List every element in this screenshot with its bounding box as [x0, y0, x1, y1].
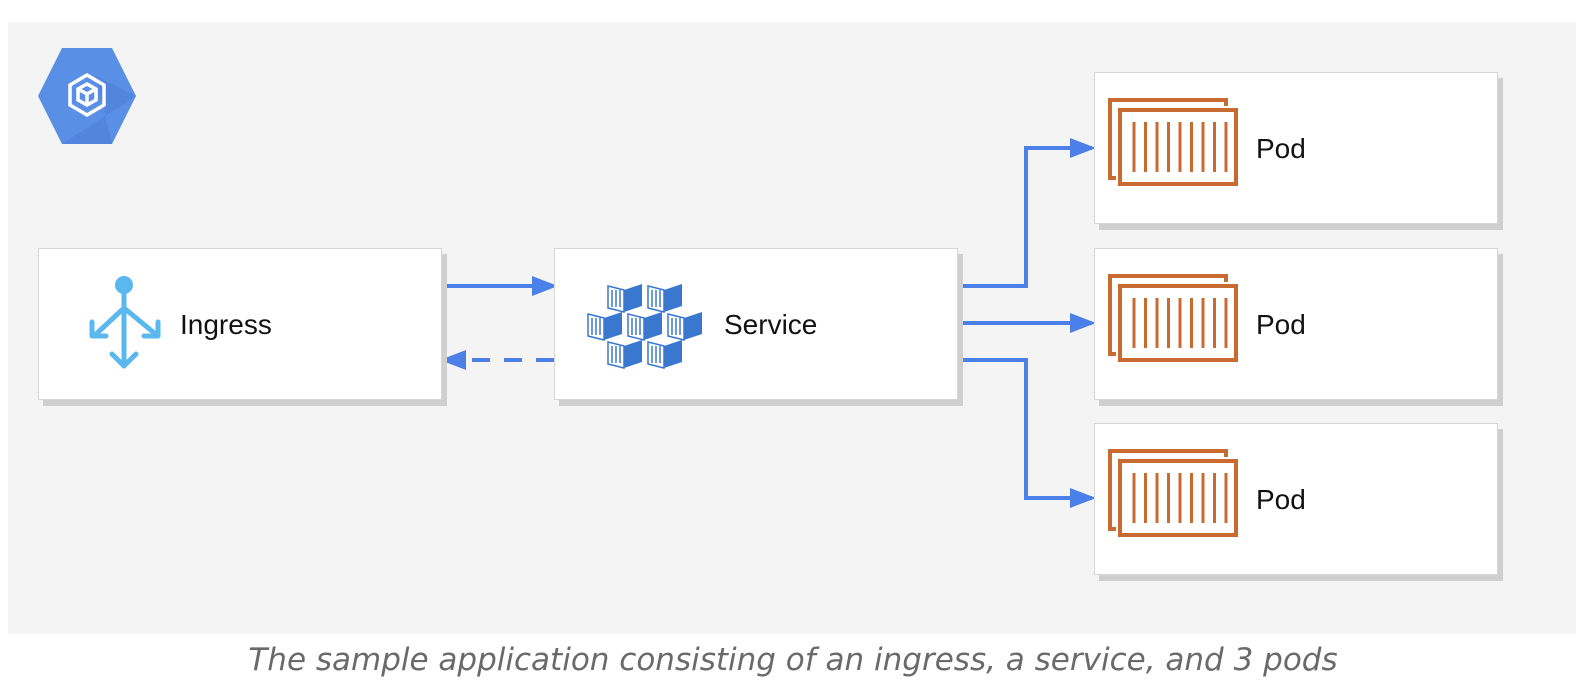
google-kubernetes-engine-icon	[38, 48, 136, 144]
pod-label-3: Pod	[1256, 484, 1306, 515]
figure-caption: The sample application consisting of an …	[248, 642, 1338, 678]
pod-label-2: Pod	[1256, 309, 1306, 340]
kubernetes-service-icon	[587, 284, 702, 369]
ingress-icon	[89, 276, 161, 369]
container-icon	[1108, 449, 1238, 537]
container-icon	[1108, 274, 1238, 362]
pod-label-1: Pod	[1256, 133, 1306, 164]
ingress-label: Ingress	[180, 309, 272, 340]
service-label: Service	[724, 309, 818, 340]
container-icon	[1108, 98, 1238, 186]
arrow-service-to-pod-3	[958, 358, 1093, 503]
arrow-service-to-pod-1	[958, 143, 1093, 288]
